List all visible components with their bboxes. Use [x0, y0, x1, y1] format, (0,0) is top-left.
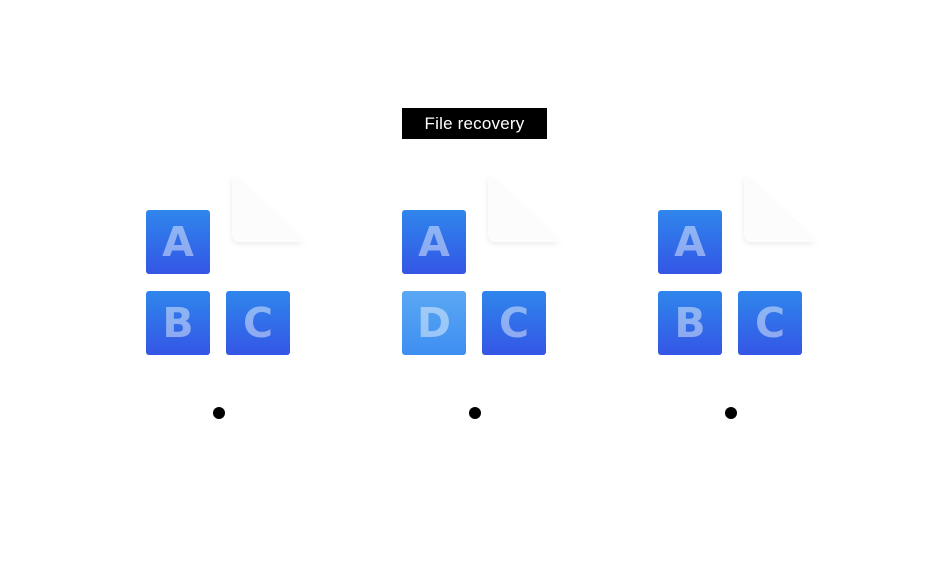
- block-b: B: [658, 291, 722, 355]
- step-dot-3: [725, 407, 737, 419]
- step-dot-1: [213, 407, 225, 419]
- block-a: A: [402, 210, 466, 274]
- block-c: C: [738, 291, 802, 355]
- block-c: C: [226, 291, 290, 355]
- step-dot-2: [469, 407, 481, 419]
- block-a: A: [658, 210, 722, 274]
- panel-3: A B C: [658, 160, 848, 430]
- document-icon: [232, 175, 304, 242]
- panel-1: A B C: [146, 160, 336, 430]
- block-c: C: [482, 291, 546, 355]
- panel-2: A D C: [402, 160, 592, 430]
- diagram-title: File recovery: [402, 108, 547, 139]
- document-icon: [488, 175, 560, 242]
- document-icon: [744, 175, 816, 242]
- block-a: A: [146, 210, 210, 274]
- block-d-recovered: D: [402, 291, 466, 355]
- block-b: B: [146, 291, 210, 355]
